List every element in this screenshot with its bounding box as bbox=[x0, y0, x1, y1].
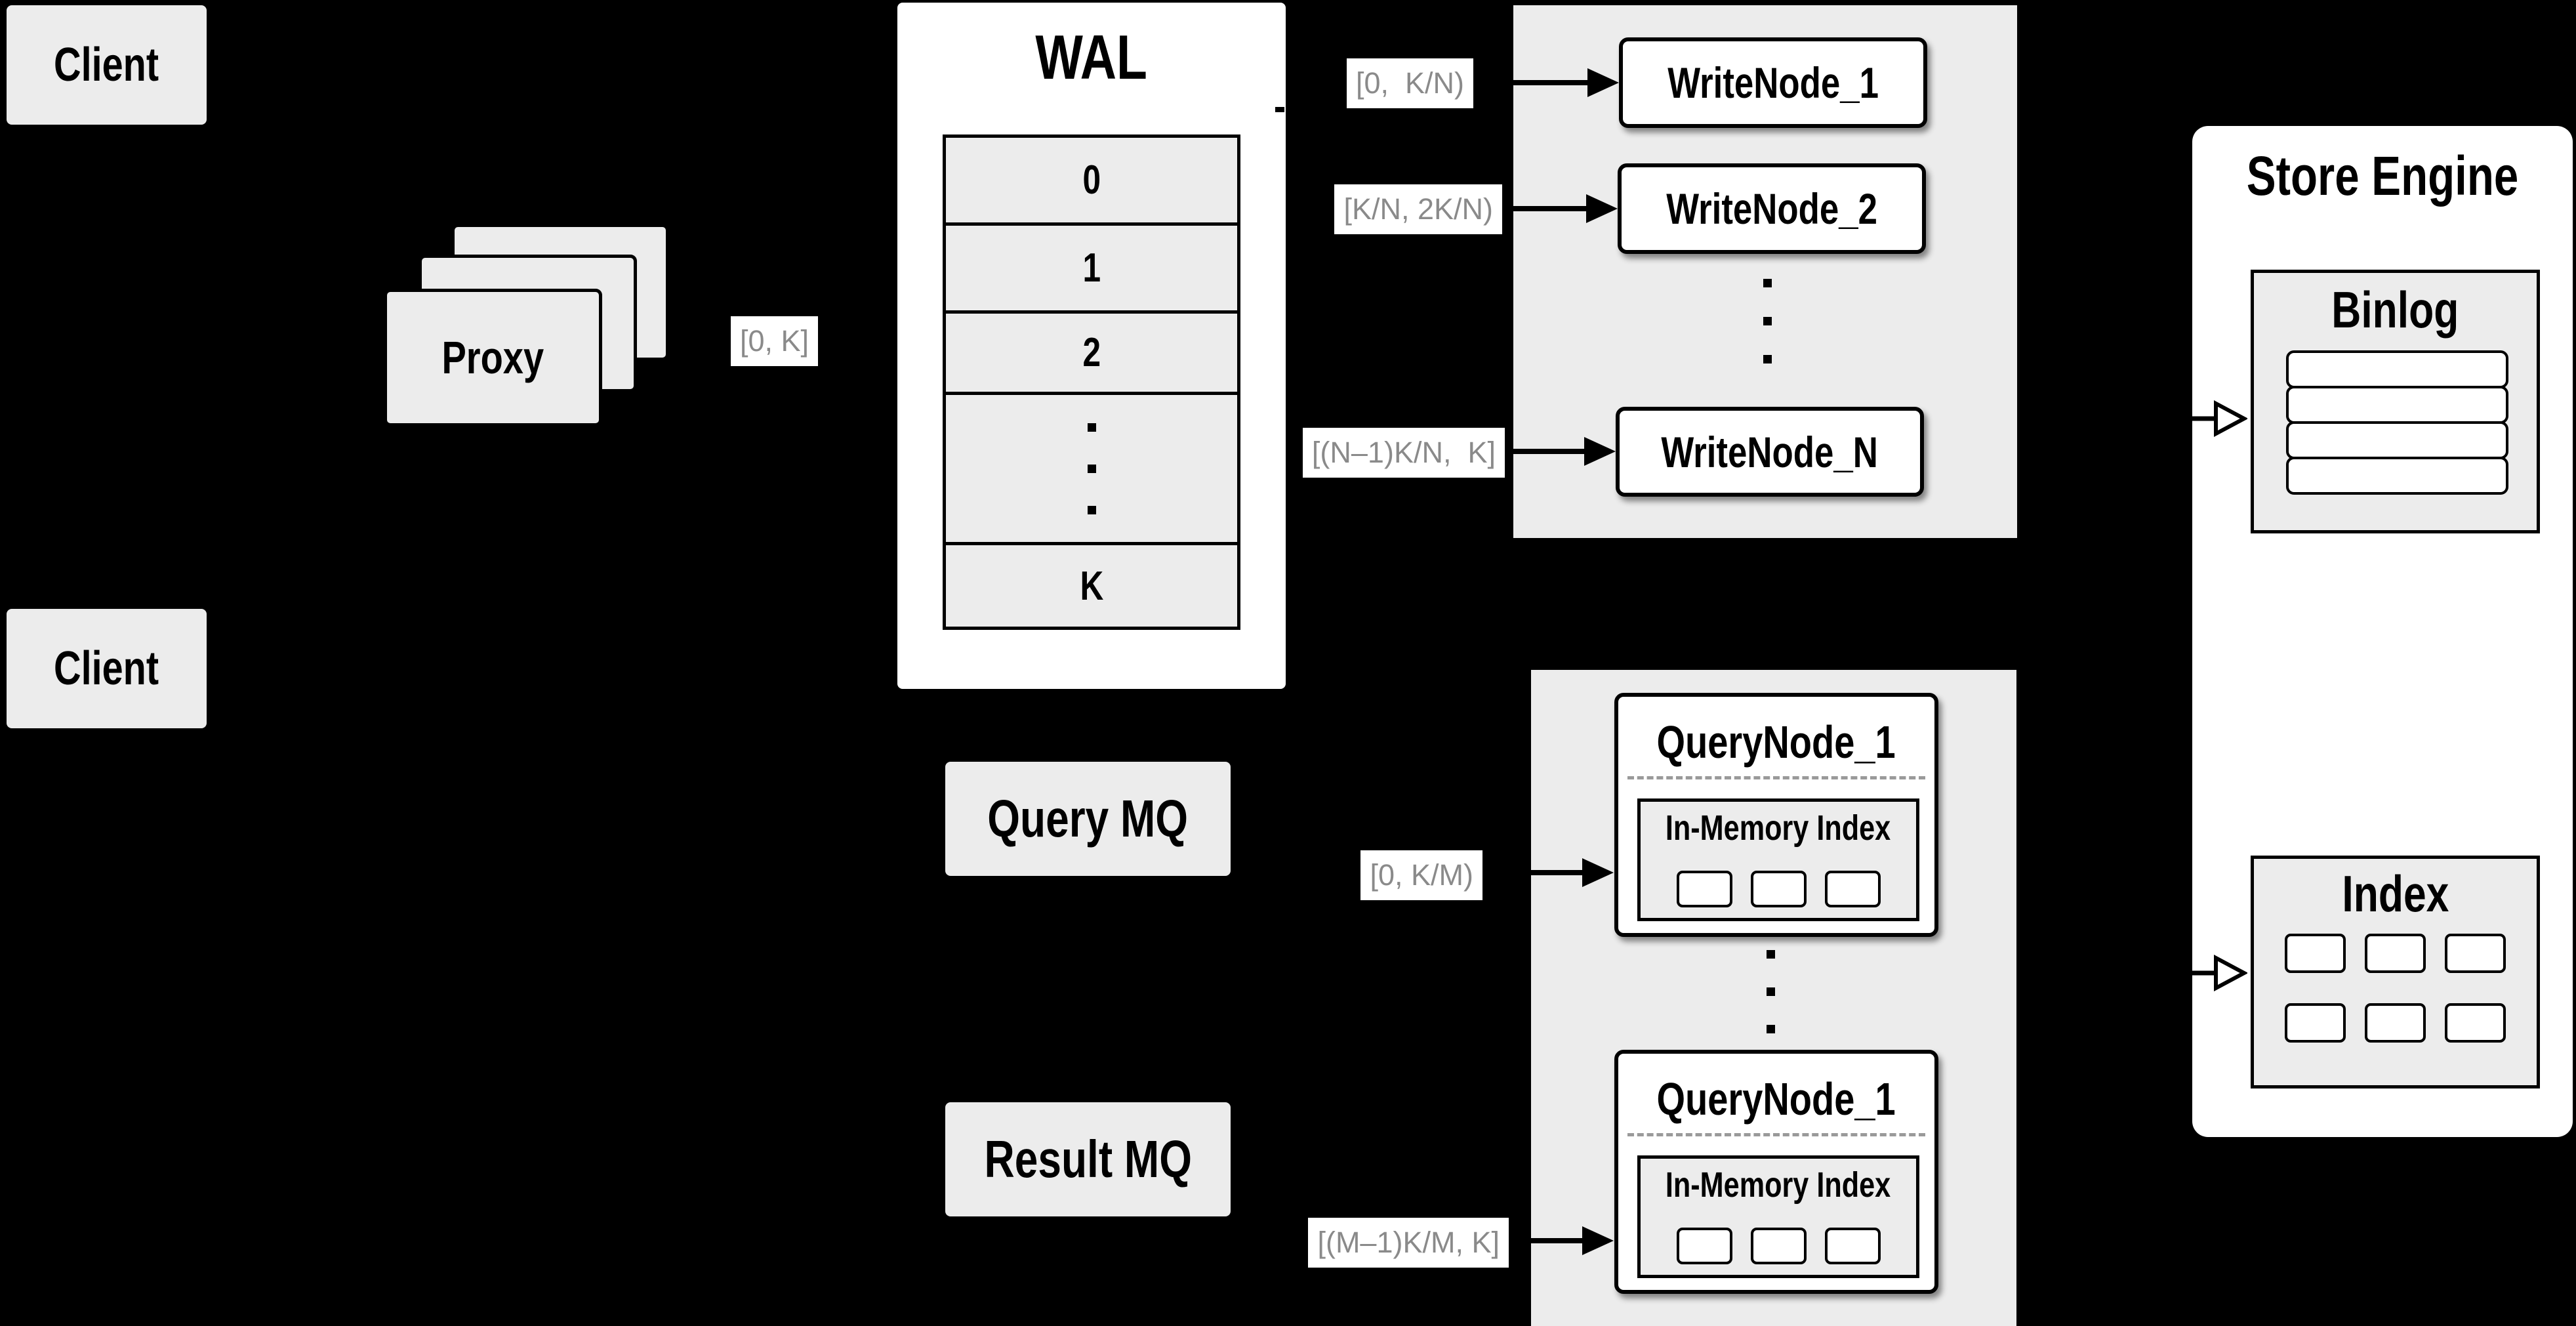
edge-label-write-n: [(N–1)K/N, K] bbox=[1302, 428, 1505, 478]
query-node-2-title: QueryNode_1 bbox=[1656, 1073, 1896, 1125]
ellipsis-dot bbox=[1087, 464, 1096, 473]
wal-table: 0 1 2 K bbox=[943, 135, 1240, 630]
wal-edge-connector-tick bbox=[1275, 107, 1284, 112]
in-memory-index-title-2: In-Memory Index bbox=[1666, 1165, 1891, 1205]
wal-box: WAL 0 1 2 K bbox=[897, 3, 1286, 689]
query-node-1-divider bbox=[1627, 776, 1925, 779]
memory-cells-row bbox=[1641, 1228, 1916, 1264]
index-cell bbox=[2445, 934, 2506, 973]
client-box-bottom: Client bbox=[7, 609, 207, 728]
binlog-row bbox=[2286, 457, 2508, 495]
result-mq-box: Result MQ bbox=[945, 1102, 1231, 1216]
memory-cell bbox=[1750, 871, 1807, 907]
binlog-open-arrow bbox=[2192, 400, 2247, 437]
index-cell bbox=[2365, 1003, 2426, 1043]
arrow-head-write-1 bbox=[1587, 68, 1619, 97]
index-open-arrow bbox=[2192, 955, 2247, 991]
query-node-2-divider bbox=[1627, 1133, 1925, 1136]
arrow-line-query-2 bbox=[1511, 1238, 1582, 1243]
write-node-2-label: WriteNode_2 bbox=[1666, 184, 1877, 233]
query-node-1-title-wrap: QueryNode_1 bbox=[1618, 713, 1934, 772]
ellipsis-dot bbox=[1767, 987, 1775, 996]
index-cell bbox=[2285, 934, 2346, 973]
binlog-row bbox=[2286, 386, 2508, 424]
proxy-label: Proxy bbox=[441, 332, 544, 383]
memory-cell bbox=[1676, 871, 1732, 907]
result-mq-label: Result MQ bbox=[984, 1130, 1192, 1188]
arrow-head-write-n bbox=[1584, 437, 1616, 466]
memory-cell bbox=[1750, 1228, 1807, 1264]
arrow-head-query-2 bbox=[1582, 1226, 1614, 1255]
write-node-1-label: WriteNode_1 bbox=[1667, 58, 1879, 107]
arrow-line-write-1 bbox=[1476, 80, 1587, 85]
in-memory-index-title-wrap: In-Memory Index bbox=[1641, 807, 1916, 849]
ellipsis-dot bbox=[1767, 1025, 1775, 1033]
wal-row-ellipsis bbox=[946, 395, 1237, 545]
query-mq-box: Query MQ bbox=[945, 762, 1231, 876]
ellipsis-dot bbox=[1087, 423, 1096, 432]
memory-cells-row bbox=[1641, 871, 1916, 907]
arrow-line-write-2 bbox=[1505, 206, 1586, 211]
edge-label-query-1: [0, K/M) bbox=[1360, 850, 1482, 900]
edge-label-write-2: [K/N, 2K/N) bbox=[1334, 184, 1502, 234]
memory-cell bbox=[1824, 1228, 1881, 1264]
ellipsis-dot bbox=[1763, 355, 1772, 363]
proxy-card-front: Proxy bbox=[384, 289, 602, 426]
ellipsis-dot bbox=[1767, 950, 1775, 959]
write-node-n: WriteNode_N bbox=[1616, 407, 1924, 497]
ellipsis-dot bbox=[1087, 505, 1096, 514]
binlog-box: Binlog bbox=[2251, 270, 2540, 533]
index-title: Index bbox=[2341, 864, 2449, 922]
binlog-rows bbox=[2286, 350, 2508, 495]
write-node-2: WriteNode_2 bbox=[1618, 163, 1926, 254]
ellipsis-dot bbox=[1763, 317, 1772, 325]
write-node-1: WriteNode_1 bbox=[1619, 37, 1927, 128]
write-node-n-label: WriteNode_N bbox=[1661, 427, 1879, 476]
arrow-line-query-1 bbox=[1485, 870, 1582, 875]
edge-label-query-2: [(M–1)K/M, K] bbox=[1308, 1218, 1509, 1268]
in-memory-index-title-1: In-Memory Index bbox=[1666, 808, 1891, 848]
query-node-2-title-wrap: QueryNode_1 bbox=[1618, 1069, 1934, 1129]
in-memory-index-box-1: In-Memory Index bbox=[1637, 798, 1919, 921]
wal-row: 2 bbox=[946, 314, 1237, 395]
ellipsis-dot bbox=[1763, 279, 1772, 287]
index-cell bbox=[2365, 934, 2426, 973]
store-engine-title-wrap: Store Engine bbox=[2192, 144, 2573, 207]
client-bottom-label: Client bbox=[54, 642, 159, 695]
index-cells bbox=[2254, 934, 2537, 1043]
in-memory-index-box-2: In-Memory Index bbox=[1637, 1155, 1919, 1278]
query-node-1: QueryNode_1 In-Memory Index bbox=[1614, 693, 1938, 937]
arrow-head-write-2 bbox=[1586, 194, 1618, 223]
arrow-line-write-n bbox=[1509, 449, 1584, 454]
wal-row: 0 bbox=[946, 138, 1237, 226]
wal-title: WAL bbox=[1035, 22, 1148, 93]
store-engine-title: Store Engine bbox=[2246, 144, 2519, 207]
index-cell bbox=[2445, 1003, 2506, 1043]
wal-title-wrap: WAL bbox=[897, 22, 1286, 93]
wal-row: 1 bbox=[946, 226, 1237, 314]
client-top-label: Client bbox=[54, 39, 159, 91]
edge-label-write-1: [0, K/N) bbox=[1346, 58, 1473, 108]
query-mq-label: Query MQ bbox=[987, 789, 1189, 848]
index-box: Index bbox=[2251, 856, 2540, 1088]
memory-cell bbox=[1824, 871, 1881, 907]
query-node-2: QueryNode_1 In-Memory Index bbox=[1614, 1050, 1938, 1294]
memory-cell bbox=[1676, 1228, 1732, 1264]
arrow-head-query-1 bbox=[1582, 858, 1614, 887]
binlog-row bbox=[2286, 421, 2508, 459]
client-box-top: Client bbox=[7, 5, 207, 125]
binlog-title-wrap: Binlog bbox=[2254, 280, 2537, 340]
index-cell bbox=[2285, 1003, 2346, 1043]
query-node-1-title: QueryNode_1 bbox=[1656, 716, 1896, 768]
store-engine-panel: Store Engine Binlog Index bbox=[2192, 126, 2573, 1137]
binlog-title: Binlog bbox=[2331, 280, 2459, 339]
wal-row: K bbox=[946, 545, 1237, 627]
in-memory-index-title-wrap: In-Memory Index bbox=[1641, 1164, 1916, 1206]
edge-label-proxy-wal: [0, K] bbox=[730, 316, 818, 366]
binlog-row bbox=[2286, 350, 2508, 388]
index-title-wrap: Index bbox=[2254, 864, 2537, 923]
